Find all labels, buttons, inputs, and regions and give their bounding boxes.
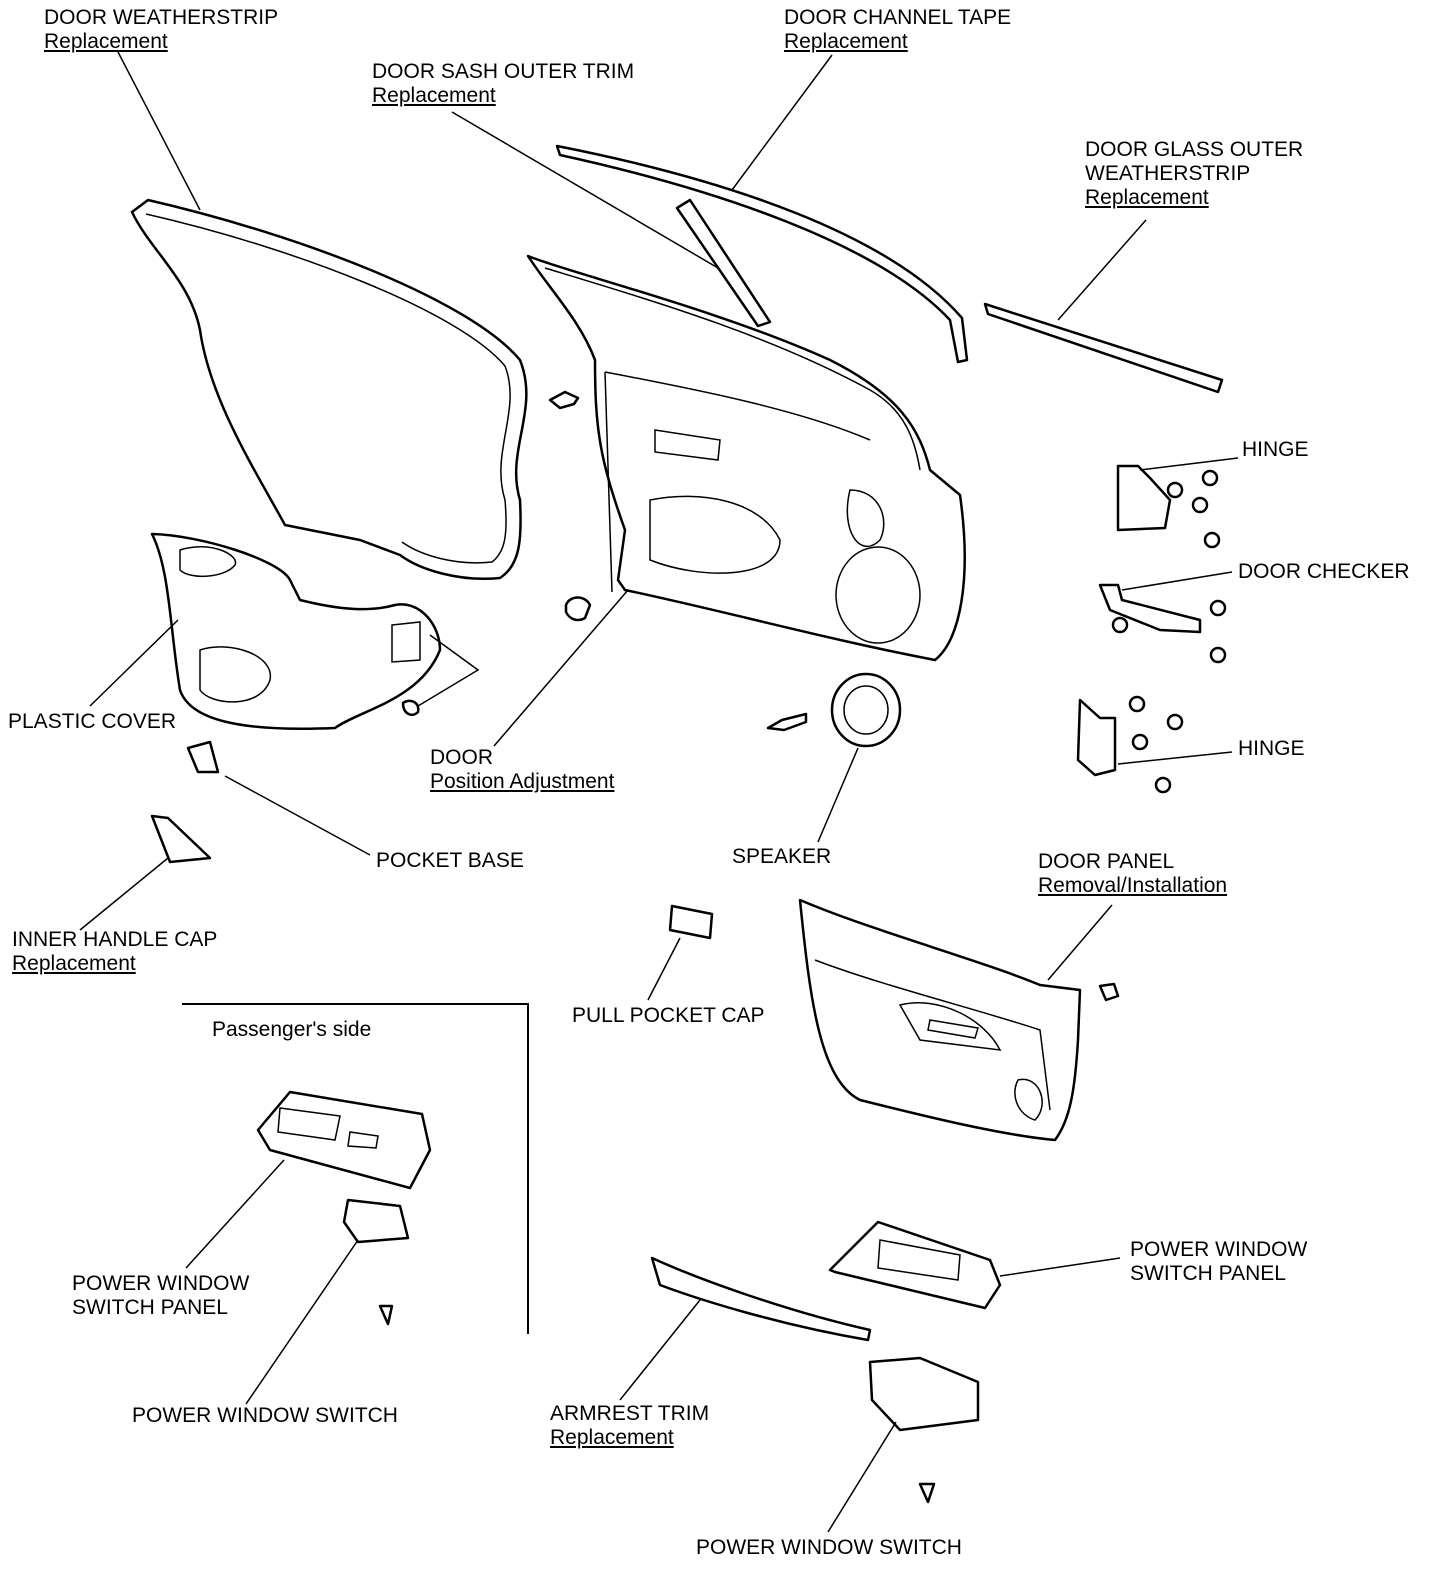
pw-switch-panel-passenger-part: [256, 1090, 432, 1190]
door-part: [526, 254, 966, 662]
label-pull-pocket-cap: PULL POCKET CAP: [572, 1004, 765, 1027]
door-position-adjustment-link[interactable]: Position Adjustment: [430, 770, 615, 793]
pull-pocket-cap-part: [668, 904, 714, 940]
armrest-trim-replacement-link[interactable]: Replacement: [550, 1426, 674, 1449]
label-door-weatherstrip: DOOR WEATHERSTRIP Replacement: [44, 6, 278, 54]
passengers-side-frame: [182, 1003, 529, 1334]
pw-switch-panel-driver-line2: SWITCH PANEL: [1130, 1262, 1286, 1285]
door-channel-tape-part: [555, 144, 969, 364]
armrest-trim-part: [650, 1256, 872, 1342]
hinge-upper-part: [1116, 464, 1221, 549]
pw-switch-driver-screw: [918, 1482, 936, 1504]
label-pw-switch-passenger: POWER WINDOW SWITCH: [132, 1404, 398, 1427]
hinge-lower-part: [1076, 695, 1184, 794]
label-hinge-upper: HINGE: [1242, 438, 1309, 461]
door-sash-outer-trim-title: DOOR SASH OUTER TRIM: [372, 60, 635, 83]
door-sash-outer-trim-replacement-link[interactable]: Replacement: [372, 84, 496, 107]
label-door-glass-outer-weatherstrip: DOOR GLASS OUTER WEATHERSTRIP Replacemen…: [1085, 138, 1303, 210]
door-channel-tape-title: DOOR CHANNEL TAPE: [784, 6, 1012, 29]
label-pw-switch-driver: POWER WINDOW SWITCH: [696, 1536, 962, 1559]
label-hinge-lower: HINGE: [1238, 737, 1305, 760]
label-pw-switch-panel-driver: POWER WINDOW SWITCH PANEL: [1130, 1238, 1307, 1286]
label-inner-handle-cap: INNER HANDLE CAP Replacement: [12, 928, 217, 976]
door-channel-tape-replacement-link[interactable]: Replacement: [784, 30, 908, 53]
label-door-checker: DOOR CHECKER: [1238, 560, 1410, 583]
label-speaker: SPEAKER: [732, 845, 832, 868]
pw-switch-passenger-screw: [378, 1304, 394, 1326]
door-panel-part: [798, 898, 1082, 1142]
pw-switch-passenger-part: [342, 1198, 410, 1244]
door-panel-clip: [1098, 982, 1120, 1002]
pw-switch-panel-passenger-line2: SWITCH PANEL: [72, 1296, 228, 1319]
door-panel-title: DOOR PANEL: [1038, 850, 1175, 873]
door-sash-outer-trim-part: [675, 198, 772, 328]
speaker-part: [830, 672, 902, 748]
door-title: DOOR: [430, 746, 493, 769]
door-weatherstrip-replacement-link[interactable]: Replacement: [44, 30, 168, 53]
leader-lines: [79, 51, 1239, 1533]
pw-switch-panel-driver-line1: POWER WINDOW: [1130, 1238, 1308, 1261]
door-glass-outer-weatherstrip-title-2: WEATHERSTRIP: [1085, 162, 1251, 185]
door-weatherstrip-title: DOOR WEATHERSTRIP: [44, 6, 279, 29]
pocket-base-part: [186, 740, 220, 774]
door-glass-outer-weatherstrip-title-1: DOOR GLASS OUTER: [1085, 138, 1304, 161]
label-door-sash-outer-trim: DOOR SASH OUTER TRIM Replacement: [372, 60, 634, 108]
grommet-part: [564, 596, 592, 622]
pw-switch-driver-part: [868, 1356, 980, 1432]
label-armrest-trim: ARMREST TRIM Replacement: [550, 1402, 709, 1450]
label-door-channel-tape: DOOR CHANNEL TAPE Replacement: [784, 6, 1011, 54]
inner-handle-cap-part: [150, 814, 212, 864]
door-glass-outer-weatherstrip-replacement-link[interactable]: Replacement: [1085, 186, 1209, 209]
label-door: DOOR Position Adjustment: [430, 746, 614, 794]
label-pocket-base: POCKET BASE: [376, 849, 524, 872]
speaker-screw: [766, 712, 808, 732]
plastic-cover-clip: [401, 699, 420, 716]
label-passengers-side: Passenger's side: [212, 1018, 372, 1041]
door-checker-part: [1098, 583, 1227, 664]
door-panel-removal-installation-link[interactable]: Removal/Installation: [1038, 874, 1228, 897]
label-pw-switch-panel-passenger: POWER WINDOW SWITCH PANEL: [72, 1272, 249, 1320]
door-glass-outer-weatherstrip-part: [983, 302, 1224, 394]
pw-switch-panel-driver-part: [828, 1220, 1002, 1310]
plastic-cover-part: [150, 532, 442, 730]
door-weatherstrip-part: [130, 198, 528, 580]
pw-switch-panel-passenger-line1: POWER WINDOW: [72, 1272, 250, 1295]
screw-part: [548, 390, 580, 410]
inner-handle-cap-title: INNER HANDLE CAP: [12, 928, 218, 951]
label-plastic-cover: PLASTIC COVER: [8, 710, 177, 733]
label-door-panel: DOOR PANEL Removal/Installation: [1038, 850, 1227, 898]
inner-handle-cap-replacement-link[interactable]: Replacement: [12, 952, 136, 975]
armrest-trim-title: ARMREST TRIM: [550, 1402, 710, 1425]
